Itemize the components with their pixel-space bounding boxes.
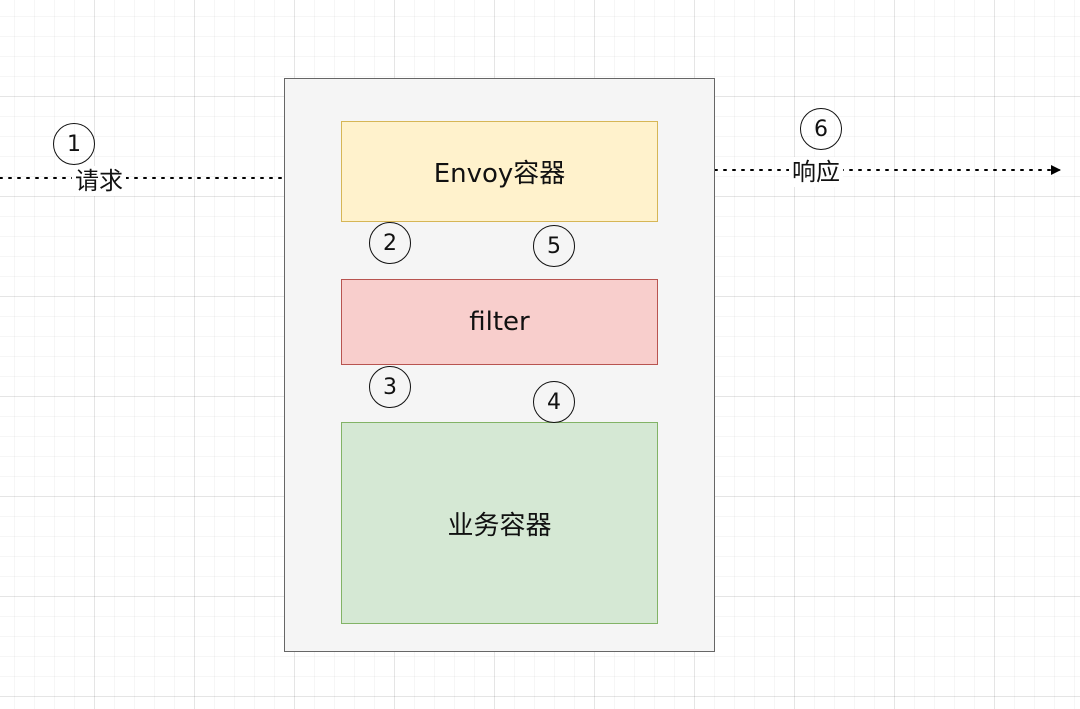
step-5-marker: 5 bbox=[533, 225, 575, 267]
envoy-container-node: Envoy容器 bbox=[341, 121, 658, 222]
step-2-marker: 2 bbox=[369, 222, 411, 264]
step-6-marker: 6 bbox=[800, 108, 842, 150]
business-container-node: 业务容器 bbox=[341, 422, 658, 624]
filter-label: filter bbox=[469, 307, 530, 337]
filter-node: filter bbox=[341, 279, 658, 365]
business-container-label: 业务容器 bbox=[447, 510, 552, 541]
step-4-marker: 4 bbox=[533, 381, 575, 423]
step-3-marker: 3 bbox=[369, 366, 411, 408]
response-label: 响应 bbox=[789, 157, 843, 187]
step-1-marker: 1 bbox=[53, 123, 95, 165]
envoy-container-label: Envoy容器 bbox=[433, 159, 566, 189]
request-label: 请求 bbox=[72, 166, 126, 196]
